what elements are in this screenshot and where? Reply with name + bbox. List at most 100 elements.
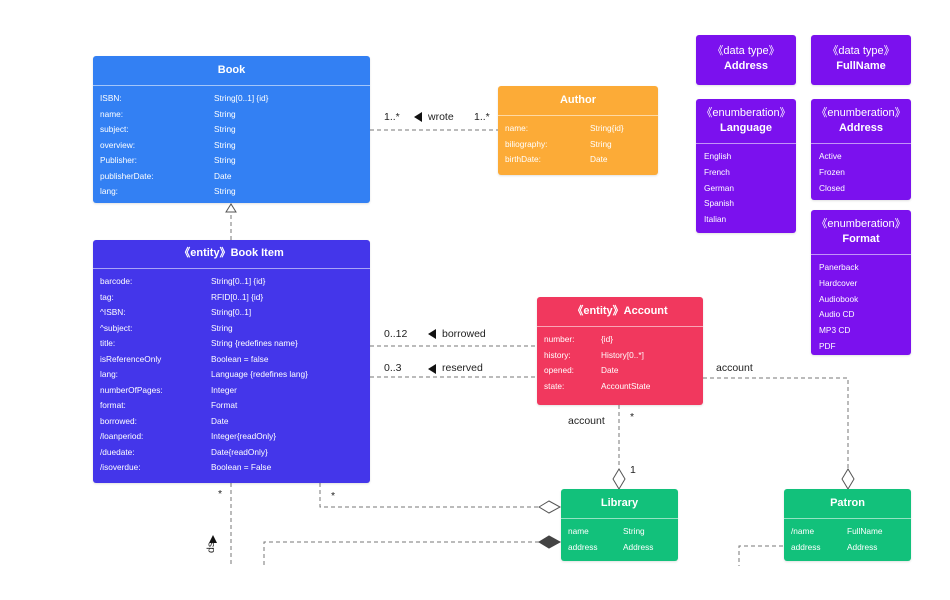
bookitem-library-mult: * — [331, 490, 336, 502]
borrowed-label: borrowed — [442, 328, 486, 340]
attribute-name: /isoverdue: — [100, 462, 141, 472]
attribute-type: String[0..1] {id} — [214, 93, 269, 103]
attribute-type: Integer{readOnly} — [211, 431, 277, 441]
attribute-type: String{id} — [590, 123, 624, 133]
enum-literal: PDF — [819, 340, 836, 351]
bookitem-bottom-label-fragment: ds — [205, 541, 217, 553]
attribute-type: Integer — [211, 384, 237, 395]
attribute-type: Date — [214, 170, 232, 181]
attribute-type: String — [623, 526, 645, 536]
attribute-type: Address — [623, 541, 654, 552]
attribute-row: /name FullName — [784, 524, 911, 540]
attribute-name: /duedate: — [100, 446, 135, 457]
enum-address-title: Address — [838, 122, 884, 134]
enum-literal: Audio CD — [819, 309, 855, 320]
book-item-class[interactable]: 《entity》Book Item barcode:String[0..1] {… — [93, 240, 370, 483]
attribute-name: address — [791, 541, 821, 552]
attribute-name: state: — [544, 380, 565, 391]
datatype-fullname-class[interactable]: 《data type》 FullName — [811, 35, 911, 85]
attribute-name: ISBN: — [100, 93, 122, 103]
attribute-name: tag: — [100, 291, 114, 302]
datatype-address-stereotype: 《data type》 — [712, 45, 780, 57]
attribute-name: overview: — [100, 139, 136, 150]
aggregation-diamond-patron — [841, 468, 855, 490]
reserved-label: reserved — [442, 362, 483, 374]
wrote-direction-arrow — [414, 112, 422, 122]
book-class-title: Book — [93, 56, 370, 86]
enum-literal: MP3 CD — [819, 325, 851, 336]
attribute-row: publisherDate:Date — [93, 169, 370, 185]
attribute-row: name:String{id} — [498, 121, 658, 137]
attribute-row: lang:String — [93, 184, 370, 200]
enum-literal: Hardcover — [819, 277, 858, 288]
attribute-name: borrowed: — [100, 415, 137, 426]
attribute-row: history:History[0..*] — [537, 348, 703, 364]
attribute-type: Language {redefines lang} — [211, 369, 308, 379]
attribute-type: String — [214, 139, 236, 150]
attribute-row: name:String — [93, 107, 370, 123]
attribute-name: title: — [100, 338, 116, 348]
attribute-type: {id} — [601, 334, 613, 344]
enum-literal: Panerback — [819, 262, 859, 272]
attribute-row: opened:Date — [537, 363, 703, 379]
attribute-type: Format — [211, 400, 238, 410]
attribute-name: isReferenceOnly — [100, 353, 162, 364]
datatype-address-class[interactable]: 《data type》 Address — [696, 35, 796, 85]
attribute-type: Date — [601, 365, 619, 375]
attribute-row: /isoverdue:Boolean = False — [93, 460, 370, 476]
attribute-type: String — [214, 155, 236, 165]
composition-diamond — [538, 535, 562, 549]
borrowed-direction-arrow — [428, 329, 436, 339]
attribute-row: lang:Language {redefines lang} — [93, 367, 370, 383]
account-class-title: 《entity》Account — [537, 297, 703, 327]
attribute-type: String[0..1] — [211, 307, 252, 317]
attribute-type: Boolean = false — [211, 353, 269, 364]
attribute-row: Publisher:String — [93, 153, 370, 169]
attribute-row: title: String {redefines name} — [93, 336, 370, 352]
attribute-type: String — [214, 108, 236, 119]
datatype-fullname-stereotype: 《data type》 — [827, 45, 895, 57]
datatype-fullname-title: FullName — [836, 60, 886, 72]
attribute-name: numberOfPages: — [100, 384, 163, 395]
attribute-type: String {redefines name} — [211, 338, 298, 348]
wrote-mult-author: 1..* — [474, 111, 490, 123]
attribute-type: String — [214, 186, 236, 196]
account-class[interactable]: 《entity》Account number: {id} history:Histo… — [537, 297, 703, 405]
attribute-name: number: — [544, 334, 575, 344]
attribute-type: Date — [590, 154, 608, 164]
attribute-type: FullName — [847, 526, 883, 536]
attribute-row: number: {id} — [537, 332, 703, 348]
author-class[interactable]: Author name:String{id}biliography:String… — [498, 86, 658, 175]
attribute-name: /loanperiod: — [100, 431, 144, 441]
attribute-type: String[0..1] {id} — [211, 276, 266, 286]
attribute-row: ISBN: String[0..1] {id} — [93, 91, 370, 107]
attribute-type: Date — [211, 415, 229, 426]
attribute-row: biliography:String — [498, 137, 658, 153]
attribute-name: /name — [791, 526, 815, 536]
library-composition-line — [263, 541, 539, 566]
account-attributes: number: {id} history:History[0..*]opened:D… — [537, 327, 703, 398]
account-library-label: account — [568, 415, 605, 427]
attribute-type: AccountState — [601, 380, 651, 391]
enum-language-stereotype: 《enumberation》 — [701, 107, 791, 119]
account-patron-label: account — [716, 362, 753, 374]
reserved-mult: 0..3 — [384, 362, 402, 374]
attribute-row: numberOfPages: Integer — [93, 383, 370, 399]
attribute-row: /duedate:Date{readOnly} — [93, 445, 370, 461]
enum-language-title: Language — [720, 122, 772, 134]
attribute-type: History[0..*] — [601, 349, 644, 360]
attribute-name: ^ISBN: — [100, 307, 126, 317]
